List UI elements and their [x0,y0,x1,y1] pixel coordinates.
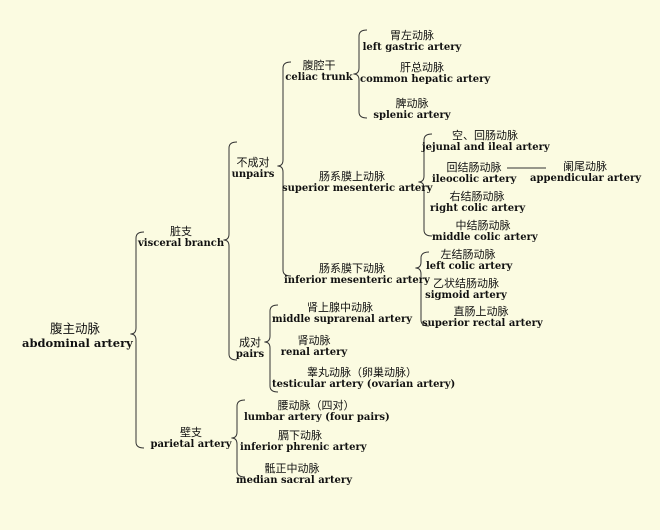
node-label-en: median sacral artery [236,475,353,487]
node-label-en: middle suprarenal artery [272,314,413,326]
node-abdominal-artery: 腹主动脉 abdominal artery [22,321,133,351]
node-label-zh: 壁支 [180,426,202,439]
node-median-sacral-artery: 骶正中动脉 median sacral artery [236,462,353,488]
node-label-en: middle colic artery [432,232,538,244]
node-unpairs: 不成对 unpairs [228,156,278,182]
node-pairs: 成对 pairs [230,336,270,362]
node-label-zh: 直肠上动脉 [453,305,509,318]
node-label-zh: 脾动脉 [395,97,429,110]
node-label-zh: 肝总动脉 [400,61,444,74]
node-renal-artery: 肾动脉 renal artery [280,334,348,360]
node-label-zh: 空、回肠动脉 [452,129,518,142]
node-label-en: testicular artery (ovarian artery) [272,379,456,391]
node-label-zh: 睾丸动脉（卵巢动脉） [307,366,417,379]
node-label-zh: 脏支 [170,225,192,238]
node-celiac-trunk: 腹腔干 celiac trunk [284,59,354,85]
node-label-en: left gastric artery [362,42,462,54]
node-label-en: left colic artery [426,261,513,273]
node-label-en: sigmoid artery [425,290,507,302]
node-right-colic-artery: 右结肠动脉 right colic artery [430,190,526,216]
node-inferior-phrenic-artery: 膈下动脉 inferior phrenic artery [240,429,367,455]
node-left-colic-artery: 左结肠动脉 left colic artery [426,248,513,274]
node-label-en: renal artery [280,347,348,359]
node-parietal-artery: 壁支 parietal artery [150,426,232,452]
brace-ima [415,251,430,327]
node-label-en: superior rectal artery [422,318,543,330]
node-label-zh: 腹腔干 [302,59,336,72]
node-label-en: common hepatic artery [360,74,491,86]
node-label-zh: 腰动脉（四对） [277,399,355,412]
node-label-zh: 骶正中动脉 [264,462,320,475]
node-label-zh: 回结肠动脉 [446,161,502,174]
node-label-zh: 肠系膜上动脉 [319,170,385,183]
brace-parietal [231,399,246,478]
node-label-en: superior mesenteric artery [282,183,433,195]
node-jejunal-ileal-artery: 空、回肠动脉 jejunal and ileal artery [422,129,550,155]
brace-visceral [223,141,238,361]
node-label-zh: 右结肠动脉 [449,190,505,203]
node-label-en: pairs [235,349,265,361]
node-common-hepatic-artery: 肝总动脉 common hepatic artery [360,61,491,87]
node-sigmoid-artery: 乙状结肠动脉 sigmoid artery [424,277,508,303]
node-label-zh: 中结肠动脉 [455,219,511,232]
node-label-en: inferior phrenic artery [240,442,367,454]
node-lumbar-artery: 腰动脉（四对） lumbar artery (four pairs) [244,399,390,425]
node-inferior-mesenteric-artery: 肠系膜下动脉 inferior mesenteric artery [284,262,430,288]
node-label-zh: 不成对 [236,156,270,169]
node-testicular-artery: 睾丸动脉（卵巢动脉） testicular artery (ovarian ar… [272,366,456,392]
node-label-en: jejunal and ileal artery [422,142,550,154]
node-label-zh: 膈下动脉 [278,429,322,442]
node-label-zh: 成对 [239,336,261,349]
node-label-zh: 肾动脉 [297,334,331,347]
node-splenic-artery: 脾动脉 splenic artery [370,97,454,123]
node-label-en: ileocolic artery [432,174,517,186]
node-superior-mesenteric-artery: 肠系膜上动脉 superior mesenteric artery [282,170,433,196]
node-label-zh: 肾上腺中动脉 [307,301,373,314]
node-middle-colic-artery: 中结肠动脉 middle colic artery [432,219,538,245]
node-label-zh: 阑尾动脉 [563,160,607,173]
node-label-en: splenic artery [373,110,451,122]
brace-pairs [264,304,279,393]
node-middle-suprarenal-artery: 肾上腺中动脉 middle suprarenal artery [272,301,413,327]
node-label-en: celiac trunk [285,72,353,84]
node-label-zh: 左结肠动脉 [440,248,496,261]
node-label-zh: 腹主动脉 [49,321,100,336]
node-label-en: right colic artery [430,203,526,215]
brace-abdominal [130,231,145,449]
node-label-en: unpairs [231,169,275,181]
node-label-en: parietal artery [150,439,232,451]
node-label-en: lumbar artery (four pairs) [244,412,390,424]
node-ileocolic-artery: 回结肠动脉 ileocolic artery [432,161,516,187]
node-label-en: appendicular artery [530,173,642,185]
node-visceral-branch: 脏支 visceral branch [138,225,224,251]
node-label-zh: 乙状结肠动脉 [433,277,499,290]
brace-unpairs [277,61,292,277]
node-label-en: abdominal artery [22,336,133,351]
brace-celiac [353,29,368,119]
node-superior-rectal-artery: 直肠上动脉 superior rectal artery [422,305,543,331]
brace-sma [418,133,433,237]
node-appendicular-artery: 阑尾动脉 appendicular artery [530,160,642,186]
node-label-en: visceral branch [138,238,225,250]
node-label-zh: 肠系膜下动脉 [319,262,385,275]
node-left-gastric-artery: 胃左动脉 left gastric artery [362,29,462,55]
node-label-en: inferior mesenteric artery [284,275,430,287]
node-label-zh: 胃左动脉 [390,29,434,42]
